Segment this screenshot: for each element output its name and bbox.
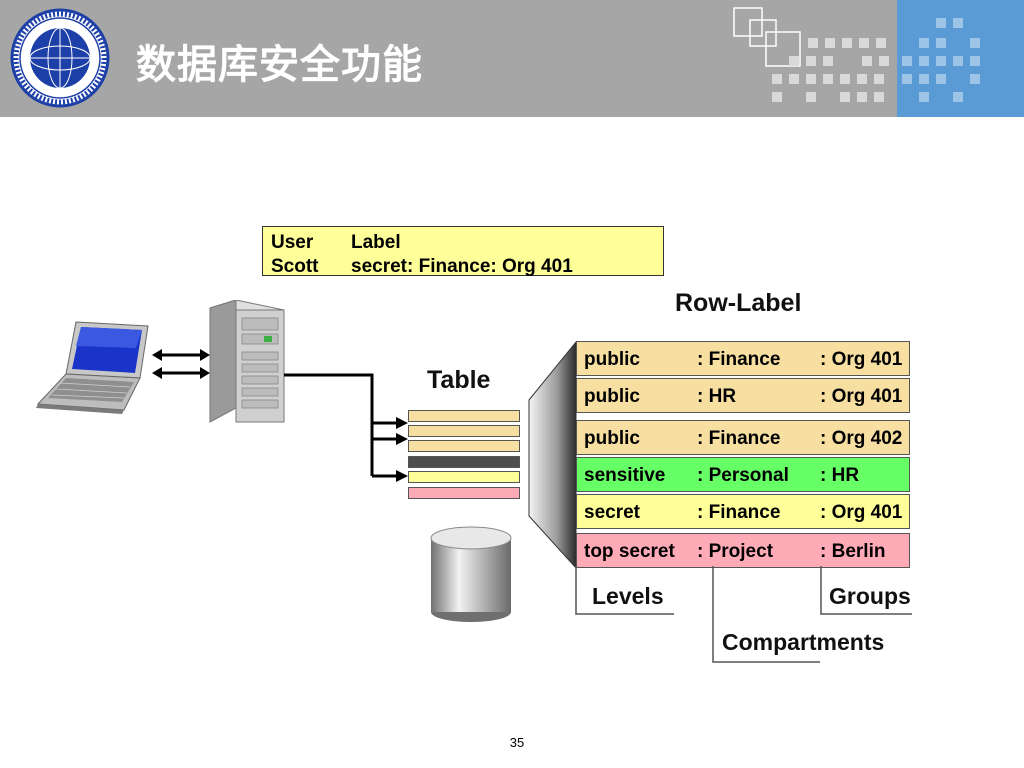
header-square — [970, 56, 980, 66]
row-group: : HR — [820, 465, 860, 486]
zoom-funnel-shape — [528, 340, 577, 570]
row-compartment: : Project — [697, 541, 774, 562]
header-square — [874, 74, 884, 84]
header-square — [970, 74, 980, 84]
header-square — [874, 92, 884, 102]
header-square — [857, 92, 867, 102]
header-square — [919, 74, 929, 84]
row-group: : Org 401 — [820, 386, 903, 407]
row-label-entry: secret : Finance : Org 401 — [576, 494, 910, 529]
header-square — [862, 56, 872, 66]
header-square — [789, 74, 799, 84]
user-column-header: User — [271, 232, 314, 253]
server-tower-icon — [209, 300, 285, 423]
header-square — [919, 92, 929, 102]
header-square — [840, 74, 850, 84]
row-level: secret — [584, 502, 640, 523]
row-level: sensitive — [584, 465, 666, 486]
row-group: : Org 402 — [820, 428, 903, 449]
header-square — [953, 92, 963, 102]
slide-title: 数据库安全功能 — [136, 42, 423, 88]
header-square — [823, 56, 833, 66]
row-level: public — [584, 386, 640, 407]
header-square — [936, 56, 946, 66]
table-row-strip — [408, 440, 520, 452]
table-row-strip — [408, 456, 520, 468]
header-square — [970, 38, 980, 48]
header-square — [953, 56, 963, 66]
header-square — [808, 38, 818, 48]
row-level: public — [584, 349, 640, 370]
user-label-value: secret: Finance: Org 401 — [351, 256, 573, 277]
header-square — [840, 92, 850, 102]
row-compartment: : Finance — [697, 502, 781, 523]
header-square — [772, 92, 782, 102]
header-square — [857, 74, 867, 84]
header-square — [789, 56, 799, 66]
row-level: top secret — [584, 541, 675, 562]
table-row-strip — [408, 410, 520, 422]
database-cylinder-icon — [430, 526, 512, 622]
row-label-entry: public : Finance : Org 401 — [576, 341, 910, 376]
header-square — [902, 74, 912, 84]
label-column-header: Label — [351, 232, 401, 253]
header-square — [859, 38, 869, 48]
header-square — [876, 38, 886, 48]
header-square — [772, 74, 782, 84]
header-outline-squares-decoration — [733, 7, 801, 67]
row-level: public — [584, 428, 640, 449]
header-square — [825, 38, 835, 48]
row-compartment: : HR — [697, 386, 737, 407]
organization-seal-logo — [10, 8, 110, 108]
row-compartment: : Personal — [697, 465, 789, 486]
header-square — [936, 74, 946, 84]
page-number: 35 — [509, 735, 525, 750]
row-label-entry: sensitive : Personal : HR — [576, 457, 910, 492]
row-label-entry: public : Finance : Org 402 — [576, 420, 910, 455]
header-square — [823, 74, 833, 84]
row-label-entry: top secret : Project : Berlin — [576, 533, 910, 568]
compartments-label: Compartments — [722, 629, 885, 655]
user-label-box: User Label Scott secret: Finance: Org 40… — [262, 226, 664, 277]
laptop-icon — [36, 321, 149, 414]
header-square — [902, 56, 912, 66]
header-square — [842, 38, 852, 48]
row-label-entry: public : HR : Org 401 — [576, 378, 910, 413]
bidirectional-arrows-icon — [152, 349, 210, 379]
groups-label: Groups — [829, 583, 911, 609]
table-label: Table — [427, 366, 491, 394]
header-square — [806, 74, 816, 84]
row-group: : Berlin — [820, 541, 886, 562]
header-square — [806, 92, 816, 102]
levels-label: Levels — [592, 583, 664, 609]
label-brackets — [575, 566, 912, 663]
header-square — [919, 56, 929, 66]
row-group: : Org 401 — [820, 502, 903, 523]
row-label-title: Row-Label — [675, 289, 802, 317]
header-square — [936, 18, 946, 28]
header-square — [806, 56, 816, 66]
row-compartment: : Finance — [697, 349, 781, 370]
row-compartment: : Finance — [697, 428, 781, 449]
table-row-strip — [408, 425, 520, 437]
header-square — [919, 38, 929, 48]
table-row-strip — [408, 471, 520, 483]
table-row-strip — [408, 487, 520, 499]
header-square — [953, 18, 963, 28]
user-name: Scott — [271, 256, 319, 277]
server-to-table-arrows — [284, 373, 408, 482]
header-square — [879, 56, 889, 66]
row-group: : Org 401 — [820, 349, 903, 370]
header-square — [936, 38, 946, 48]
